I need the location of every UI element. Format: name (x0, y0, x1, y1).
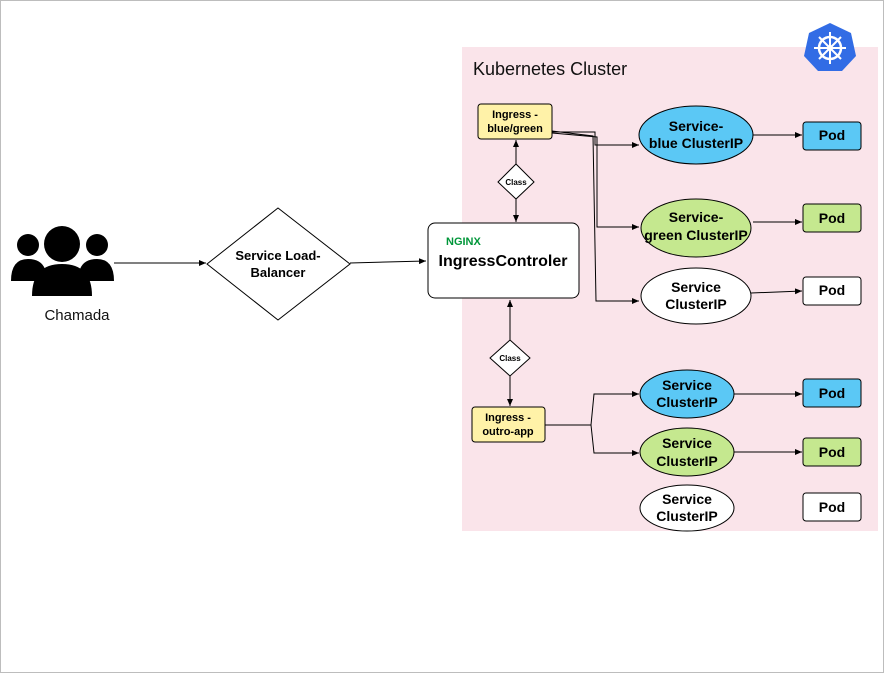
service-clusterip-2: Service ClusterIP (639, 369, 735, 419)
class-top-label: Class (505, 178, 527, 187)
class-bottom-label: Class (499, 354, 521, 363)
ingress-blue-green-line2: blue/green (487, 123, 543, 135)
ingress-controller-node: NGINX IngressControler (427, 222, 580, 299)
pod-6: Pod (802, 492, 862, 522)
service-clusterip-3: Service ClusterIP (639, 427, 735, 477)
service-clusterip-3-line1: Service (662, 435, 712, 451)
service-clusterip-1-line1: Service (671, 279, 721, 295)
ingress-blue-green-line1: Ingress - (492, 109, 538, 121)
ingress-controller-label: IngressControler (439, 253, 568, 270)
service-clusterip-1-line2: ClusterIP (665, 296, 726, 312)
users-icon (11, 226, 114, 296)
pod-3: Pod (802, 276, 862, 306)
service-clusterip-3-line2: ClusterIP (656, 453, 717, 469)
service-green-line1: Service- (669, 209, 724, 225)
pod-2-label: Pod (819, 210, 845, 226)
pod-4: Pod (802, 378, 862, 408)
nginx-logo: NGINX (446, 236, 482, 248)
pod-1: Pod (802, 121, 862, 151)
pod-2: Pod (802, 203, 862, 233)
service-green-clusterip: Service- green ClusterIP (640, 198, 752, 258)
pod-5: Pod (802, 437, 862, 467)
ingress-outro-app-node: Ingress - outro-app (471, 406, 546, 443)
load-balancer-node: Service Load- Balancer (206, 207, 351, 321)
service-clusterip-1: Service ClusterIP (640, 267, 752, 325)
service-blue-line1: Service- (669, 118, 724, 134)
service-clusterip-2-line1: Service (662, 377, 712, 393)
load-balancer-label-line2: Balancer (251, 265, 306, 280)
service-green-line2: green ClusterIP (644, 227, 747, 243)
service-clusterip-4-line1: Service (662, 491, 712, 507)
ingress-blue-green-node: Ingress - blue/green (477, 103, 553, 140)
class-top-node: Class (497, 163, 535, 200)
ingress-outro-app-line1: Ingress - (485, 412, 531, 424)
service-blue-clusterip: Service- blue ClusterIP (638, 105, 754, 165)
pod-4-label: Pod (819, 385, 845, 401)
service-clusterip-4: Service ClusterIP (639, 484, 735, 532)
service-clusterip-4-line2: ClusterIP (656, 508, 717, 524)
caller-label: Chamada (44, 307, 110, 324)
service-blue-line2: blue ClusterIP (649, 135, 743, 151)
pod-6-label: Pod (819, 499, 845, 515)
pod-1-label: Pod (819, 127, 845, 143)
service-clusterip-2-line2: ClusterIP (656, 394, 717, 410)
cluster-title: Kubernetes Cluster (473, 59, 627, 79)
load-balancer-label-line1: Service Load- (235, 248, 320, 263)
ingress-outro-app-line2: outro-app (482, 426, 534, 438)
class-bottom-node: Class (489, 339, 531, 377)
kubernetes-logo-icon (804, 23, 856, 71)
pod-5-label: Pod (819, 444, 845, 460)
pod-3-label: Pod (819, 282, 845, 298)
